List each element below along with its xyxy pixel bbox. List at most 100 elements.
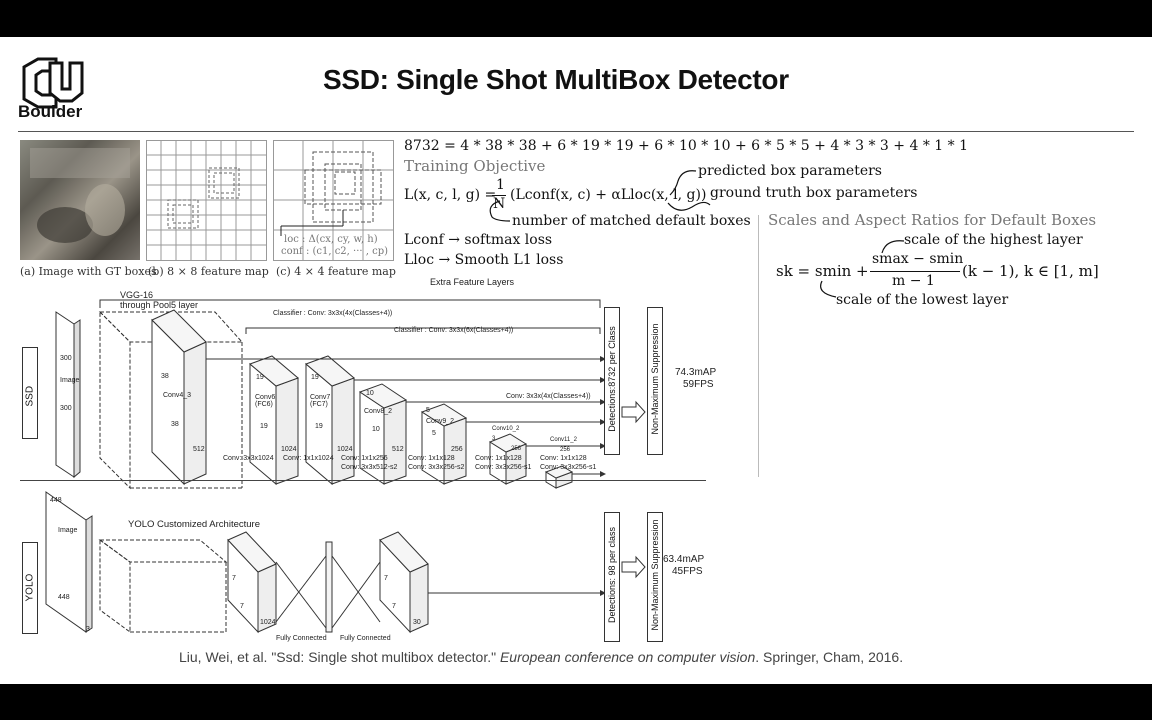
- ssd-op-6b: Conv: 3x3x256-s1: [540, 464, 597, 471]
- highest-brace-icon: [881, 240, 905, 254]
- lowest-layer-note: scale of the lowest layer: [836, 292, 1009, 308]
- conv9-dim-1: 5: [426, 407, 430, 414]
- conv8-depth: 512: [392, 446, 404, 453]
- conv9-depth: 256: [451, 446, 463, 453]
- yolo-conv-depth: 1024: [260, 619, 276, 626]
- yolo-fps: 45FPS: [672, 566, 703, 577]
- yolo-side-label: YOLO: [24, 573, 36, 602]
- yolo-input-depth: 3: [86, 626, 90, 633]
- predicted-box-note: predicted box parameters: [698, 163, 882, 179]
- feature-map-8x8: [146, 140, 267, 261]
- citation-venue: European conference on computer vision: [499, 649, 756, 665]
- conv4-depth: 512: [193, 446, 205, 453]
- loss-equation-left: L(x, c, l, g) =: [404, 187, 497, 203]
- ssd-input-dim-2: 300: [60, 405, 72, 412]
- cu-logo-icon: [22, 57, 84, 109]
- ssd-op-1: Conv: 3x3x1024: [223, 455, 274, 462]
- ssd-input-label: Image: [60, 377, 80, 384]
- scale-fraction-denominator: m − 1: [892, 273, 935, 289]
- ssd-op-4: Conv: 1x1x128: [408, 455, 455, 462]
- conv4-dim-2: 38: [171, 421, 179, 428]
- ssd-op-5: Conv: 1x1x128: [475, 455, 522, 462]
- ssd-yolo-divider: [20, 480, 706, 481]
- yolo-out-dim-1: 7: [384, 575, 388, 582]
- lloc-definition: Lloc → Smooth L1 loss: [404, 252, 564, 268]
- yolo-input-dim-2: 448: [58, 594, 70, 601]
- conv11-depth: 256: [560, 447, 571, 453]
- vgg16-label: VGG-16: [120, 290, 154, 300]
- conv6-dim-1: 19: [256, 374, 264, 381]
- conv7-dim-2: 19: [315, 423, 323, 430]
- loc-label: loc : Δ(cx, cy, w, h): [284, 234, 378, 245]
- yolo-side-label-box: YOLO: [22, 542, 38, 634]
- conv7-dim-1: 19: [311, 374, 319, 381]
- yolo-conv-dim-2: 7: [240, 603, 244, 610]
- slide-title: SSD: Single Shot MultiBox Detector: [323, 64, 789, 95]
- ssd-map: 74.3mAP: [675, 367, 717, 378]
- lowest-brace-icon: [820, 280, 837, 298]
- yolo-out-dim-2: 7: [392, 603, 396, 610]
- classifier-label-1: Classifier : Conv: 3x3x(4x(Classes+4)): [273, 310, 393, 317]
- loss-equation-right: (Lconf(x, c) + αLloc(x, l, g)): [510, 187, 707, 203]
- conv7-label: Conv7 (FC7): [310, 394, 331, 408]
- classifier-label-3: Conv: 3x3x(4x(Classes+4)): [506, 393, 591, 400]
- yolo-detections-label: Detections: 98 per class: [607, 526, 617, 624]
- conf-label: conf : (c1, c2, ··· , cp): [281, 246, 389, 257]
- yolo-arch-label: YOLO Customized Architecture: [128, 519, 260, 530]
- vgg16-sublabel: through Pool5 layer: [120, 300, 199, 310]
- ssd-nms-box: Non-Maximum Suppression: [647, 307, 663, 455]
- yolo-detections-box: Detections: 98 per class: [604, 512, 620, 642]
- yolo-fc-1: Fully Connected: [276, 635, 327, 642]
- yolo-conv-dim-1: 7: [232, 575, 236, 582]
- conv8-dim-2: 10: [372, 426, 380, 433]
- conv4-label: Conv4_3: [163, 392, 192, 399]
- ssd-nms-label: Non-Maximum Suppression: [650, 323, 660, 435]
- citation-authors: Liu, Wei, et al. "Ssd: Single shot multi…: [179, 649, 500, 665]
- default-box-count-equation: 8732 = 4 * 38 * 38 + 6 * 19 * 19 + 6 * 1…: [404, 138, 968, 154]
- ssd-op-6: Conv: 1x1x128: [540, 455, 587, 462]
- conv8-label: Conv8_2: [364, 408, 393, 415]
- yolo-nms-label: Non-Maximum Suppression: [650, 519, 660, 631]
- yolo-map: 63.4mAP: [663, 554, 705, 565]
- gt-boxes-photo: [20, 140, 140, 260]
- ssd-side-label-box: SSD: [22, 347, 38, 439]
- conv6-label: Conv6 (FC6): [255, 394, 276, 408]
- caption-c: (c) 4 × 4 feature map: [276, 265, 396, 278]
- ssd-op-3: Conv: 1x1x256: [341, 455, 388, 462]
- loss-fraction-denominator: N: [493, 196, 506, 212]
- caption-b: (b) 8 × 8 feature map: [148, 265, 269, 278]
- yolo-architecture-diagram: [45, 491, 646, 634]
- logo-wordmark: Boulder: [18, 102, 83, 121]
- yolo-out-depth: 30: [413, 619, 421, 626]
- conv7-depth: 1024: [337, 446, 353, 453]
- lconf-definition: Lconf → softmax loss: [404, 232, 553, 248]
- scale-fraction-numerator: smax − smin: [872, 251, 964, 267]
- loss-fraction-bar: [492, 195, 506, 196]
- conv9-dim-2: 5: [432, 430, 436, 437]
- predicted-brace-icon: [669, 170, 697, 196]
- conv10-depth: 256: [511, 446, 522, 452]
- ground-truth-note: ground truth box parameters: [710, 185, 918, 201]
- yolo-input-label: Image: [58, 527, 78, 534]
- training-objective-heading: Training Objective: [404, 157, 546, 175]
- conv10-dim: 3: [492, 436, 496, 442]
- caption-a: (a) Image with GT boxes: [20, 265, 157, 278]
- scale-equation-left: sk = smin +: [776, 262, 869, 280]
- ssd-op-5b: Conv: 3x3x256-s1: [475, 464, 532, 471]
- citation: Liu, Wei, et al. "Ssd: Single shot multi…: [179, 649, 903, 665]
- conv4-dim-1: 38: [161, 373, 169, 380]
- conv6-dim-2: 19: [260, 423, 268, 430]
- slide: Boulder SSD: Single Shot MultiBox Detect…: [0, 37, 1152, 684]
- title-divider: [18, 131, 1134, 132]
- ssd-op-2: Conv: 1x1x1024: [283, 455, 334, 462]
- ssd-fps: 59FPS: [683, 379, 714, 390]
- matched-default-boxes-note: number of matched default boxes: [512, 213, 751, 229]
- conv8-dim-1: 10: [366, 390, 374, 397]
- loss-fraction-numerator: 1: [496, 177, 505, 193]
- matched-brace-icon: [489, 200, 711, 222]
- ssd-op-4b: Conv: 3x3x256-s2: [408, 464, 465, 471]
- ssd-op-3b: Conv: 3x3x512-s2: [341, 464, 398, 471]
- feature-map-4x4: [273, 140, 394, 261]
- conv11-label: Conv11_2: [550, 437, 577, 443]
- section-divider: [758, 215, 759, 477]
